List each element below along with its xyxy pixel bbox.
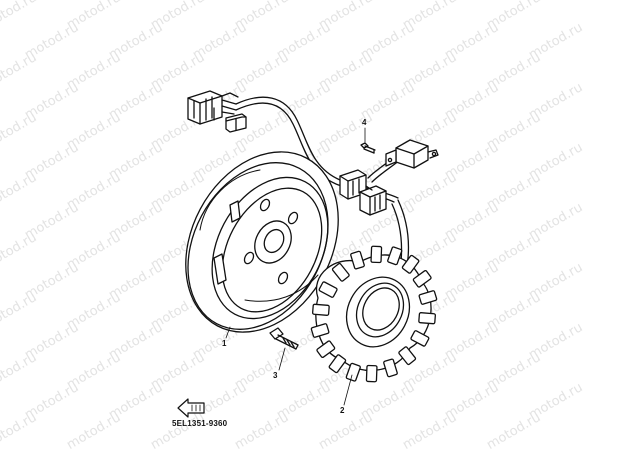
arrow-tag-icon [177,398,205,418]
callout-stator: 2 [340,406,345,415]
stator-tooth [387,246,403,266]
screw-part [360,127,376,154]
bolt-part [269,327,299,350]
callout-flywheel: 1 [222,339,227,348]
stator-tooth [318,281,338,298]
stator-tooth [401,254,420,274]
stator-tooth [331,262,350,282]
stator-tooth [398,346,417,366]
pickup-sensor [385,139,439,169]
stator-tooth [383,358,398,378]
stator-tooth [370,245,383,264]
stator-tooth [418,290,438,305]
stator-tooth [418,312,437,325]
middle-connectors [339,169,387,216]
callout-screw: 4 [362,118,367,127]
stator-tooth [412,269,432,288]
stator-tooth [410,330,430,347]
stator-tooth [345,362,361,382]
stator-tooth [350,250,365,270]
callout-bolt: 3 [273,371,278,380]
main-connector [187,90,247,133]
stator-tooth [316,340,336,359]
stator-teeth [310,245,438,383]
flywheel [185,151,339,333]
stator-tooth [310,323,330,338]
stator-tooth [365,364,378,383]
stator-tooth [328,354,347,374]
stator-tooth [311,303,330,316]
stator [310,245,438,383]
reference-code: 5EL1351-9360 [172,419,228,428]
leader-lines [225,326,353,406]
